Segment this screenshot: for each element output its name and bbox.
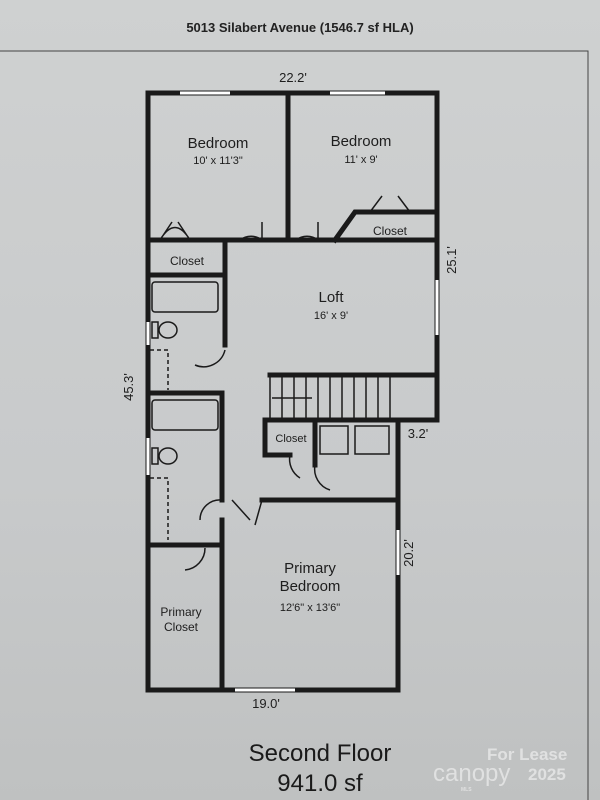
room-size: 12'6" x 13'6" — [280, 602, 340, 614]
fixtures — [150, 195, 411, 571]
room-size: 11' x 9' — [344, 154, 377, 166]
page-title: 5013 Silabert Avenue (1546.7 sf HLA) — [186, 20, 414, 35]
watermark-year: 2025 — [528, 765, 566, 784]
floor-name: Second Floor — [248, 740, 392, 767]
room-label: Loft — [318, 289, 344, 306]
watermark-for-lease: For Lease — [487, 745, 568, 764]
room-size: 16' x 9' — [314, 310, 348, 322]
room-size: 10' x 11'3" — [193, 155, 243, 167]
room-label: Bedroom — [188, 135, 249, 152]
windows — [146, 91, 439, 692]
room-label-line: Primary — [284, 560, 336, 577]
room-label-line: Closet — [164, 620, 199, 634]
room-label: Closet — [373, 224, 408, 238]
room-label: Closet — [275, 433, 306, 445]
watermark-brand: canopy — [433, 760, 511, 787]
floor-area: 941.0 sf — [277, 770, 363, 797]
stairs — [269, 375, 391, 420]
room-label-line: Bedroom — [280, 578, 341, 595]
walls — [145, 90, 440, 693]
room-label-line: Primary — [160, 605, 201, 619]
room-label: Bedroom — [331, 133, 392, 150]
page-border — [0, 50, 589, 800]
dimension-right-upper: 25.1' — [444, 246, 459, 274]
dimension-left: 45.3' — [121, 373, 136, 401]
room-label: Closet — [170, 254, 205, 268]
watermark-sub: MLS — [461, 787, 472, 793]
dimension-step: 3.2' — [408, 426, 429, 441]
dimension-bottom: 19.0' — [252, 696, 280, 711]
dimension-top: 22.2' — [279, 70, 307, 85]
dimension-right-lower: 20.2' — [401, 539, 416, 567]
